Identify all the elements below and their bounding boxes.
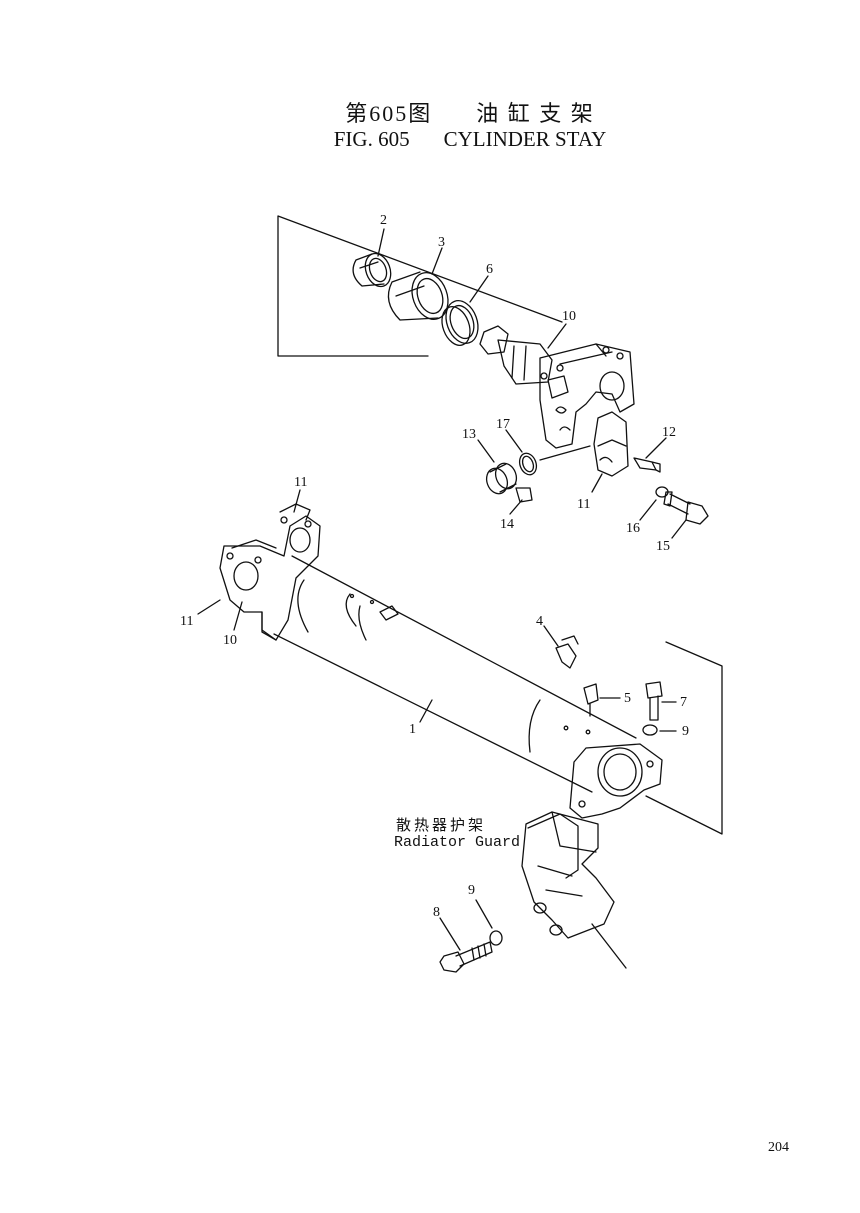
leader-15 — [672, 520, 686, 538]
part-14-pin — [516, 488, 532, 502]
callout-10-top: 10 — [562, 309, 576, 324]
part-1-tube — [274, 556, 636, 792]
leader-11a — [592, 474, 602, 492]
part-9-washer-top — [643, 725, 657, 735]
leader-11b — [294, 490, 300, 512]
leader-14 — [510, 500, 522, 514]
part-11-cap-top — [594, 412, 628, 476]
callout-14: 14 — [500, 517, 514, 532]
radiator-guard-label-cn: 散热器护架 — [396, 816, 487, 834]
part-9-washer-lower — [490, 931, 502, 945]
figure-name-cn: 油 缸 支 架 — [476, 101, 595, 126]
callout-10-left: 10 — [223, 633, 237, 648]
figure-title-en: FIG. 605 CYLINDER STAY — [0, 127, 860, 152]
leader-9b — [476, 900, 492, 928]
figure-number-cn: 第605图 — [345, 101, 433, 126]
part-2-bushing — [353, 250, 395, 290]
callout-16: 16 — [626, 521, 640, 536]
callout-1: 1 — [409, 722, 416, 737]
callout-17: 17 — [496, 417, 510, 432]
right-frame-line — [646, 642, 722, 834]
leader-8 — [440, 918, 460, 950]
leader-6 — [470, 276, 488, 302]
leader-10b — [234, 602, 242, 630]
guard-leader-line — [528, 814, 578, 878]
callout-11-left-top: 11 — [294, 475, 308, 490]
part-8-bolt — [440, 942, 492, 972]
callout-4: 4 — [536, 614, 543, 629]
figure-number-en: FIG. 605 — [333, 127, 410, 151]
part-10-bracket-left — [220, 504, 320, 640]
callout-3: 3 — [438, 235, 445, 250]
part-13-bushing — [483, 460, 520, 496]
leader-13 — [478, 440, 494, 462]
leader-4 — [544, 626, 558, 646]
leader-11c — [198, 600, 220, 614]
part-4-fitting — [556, 636, 578, 668]
part-12-fitting — [634, 458, 660, 472]
callout-7: 7 — [680, 695, 687, 710]
part-10-bracket-top — [480, 326, 634, 448]
callout-15: 15 — [656, 539, 670, 554]
callout-5: 5 — [624, 691, 631, 706]
callout-2: 2 — [380, 213, 387, 228]
leader-10a — [548, 324, 566, 348]
callout-9-lower: 9 — [468, 883, 475, 898]
part-6-seal — [437, 296, 484, 349]
leader-17 — [506, 430, 522, 452]
leader-1 — [420, 700, 432, 722]
callout-11-left: 11 — [180, 614, 194, 629]
figure-name-en: CYLINDER STAY — [443, 127, 607, 151]
figure-title-cn: 第605图 油 缸 支 架 — [0, 96, 860, 128]
leader-12 — [646, 438, 666, 458]
part-3-bushing — [388, 268, 454, 325]
leader-16 — [640, 500, 656, 520]
callout-11-top: 11 — [577, 497, 591, 512]
radiator-guard-label-en: Radiator Guard — [394, 834, 521, 851]
leader-3 — [432, 248, 442, 274]
page-number: 204 — [768, 1140, 789, 1155]
part-15-bolt — [664, 492, 708, 524]
leader-2 — [378, 229, 384, 256]
part-17-ring — [517, 451, 540, 477]
callout-8: 8 — [433, 905, 440, 920]
callout-12: 12 — [662, 425, 676, 440]
callout-13: 13 — [462, 427, 476, 442]
part-5-nipple — [584, 684, 598, 716]
part-bracket-right — [570, 744, 662, 818]
callout-6: 6 — [486, 262, 493, 277]
part-7-bolt — [646, 682, 662, 720]
part-17-guide-line — [540, 446, 590, 460]
callout-9-top: 9 — [682, 724, 689, 739]
radiator-guard-bracket — [522, 812, 626, 968]
upper-frame-line — [278, 216, 562, 356]
